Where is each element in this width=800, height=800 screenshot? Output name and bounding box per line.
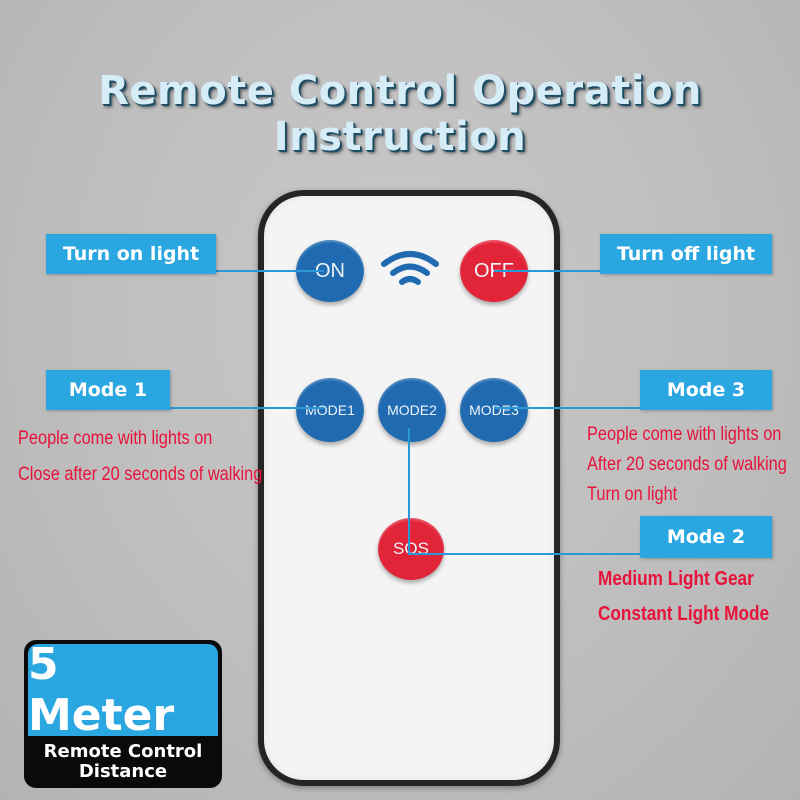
mode2-label: Mode 2 [640,516,772,558]
sos-button[interactable]: SOS [378,518,444,580]
mode1-button[interactable]: MODE1 [296,378,364,442]
wireless-signal-icon [381,251,439,285]
mode3-description-line: After 20 seconds of walking [587,454,787,475]
mode3-description-line: Turn on light [587,484,678,505]
connector-line-mode3 [494,407,640,409]
distance-caption: Remote Control Distance [24,738,222,786]
mode1-description-line: Close after 20 seconds of walking [18,464,263,485]
mode2-description-line: Constant Light Mode [598,603,770,625]
connector-line-off [494,270,604,272]
mode3-button-label: MODE3 [469,402,519,418]
remote-control: ON OFF MODE1 MODE2 MODE3 SOS [258,190,560,786]
distance-caption-line: Remote Control [43,741,203,762]
distance-value: 5 Meter [28,640,218,741]
mode2-button[interactable]: MODE2 [378,378,446,442]
remote-distance-card: 5 Meter Remote Control Distance [24,640,222,788]
connector-line-mode2-horizontal [408,553,640,555]
mode3-description-line: People come with lights on [587,424,782,445]
mode2-description-line: Medium Light Gear [598,568,754,590]
mode3-button[interactable]: MODE3 [460,378,528,442]
connector-line-on [202,270,324,272]
mode1-label: Mode 1 [46,370,170,410]
mode1-description-line: People come with lights on [18,428,213,449]
connector-line-mode2-vertical [408,428,410,554]
mode2-button-label: MODE2 [387,402,437,418]
on-button-label: ON [315,259,345,282]
connector-line-mode1 [170,407,324,409]
mode1-button-label: MODE1 [305,402,355,418]
sos-button-label: SOS [393,539,429,558]
distance-caption-line: Distance [78,761,168,782]
turn-off-light-label: Turn off light [600,234,772,274]
page-title: Remote Control Operation Instruction [98,68,702,160]
turn-on-light-label: Turn on light [46,234,216,274]
mode3-label: Mode 3 [640,370,772,410]
